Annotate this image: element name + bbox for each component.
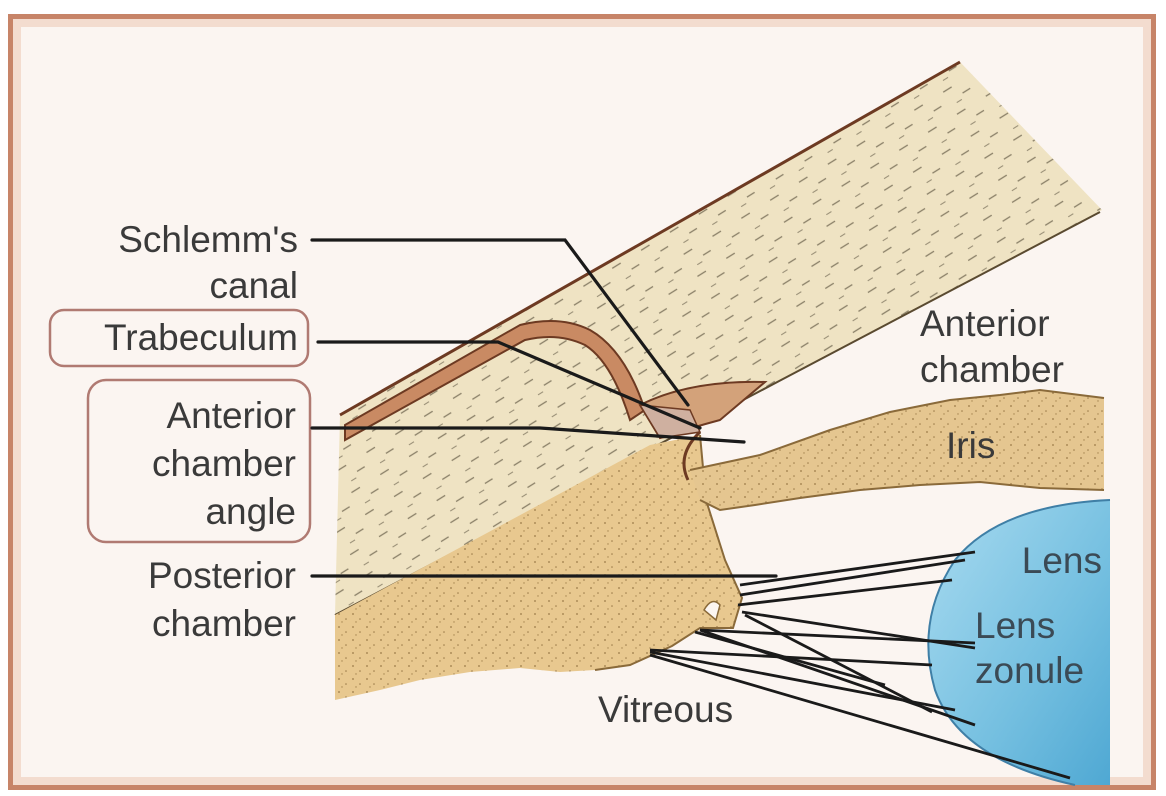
schlemm-label-line2: canal [210,265,298,306]
posterior-label-line1: Posterior [148,555,296,596]
posterior-label-line2: chamber [152,603,296,644]
zonule-label-line2: zonule [975,650,1084,691]
iris [690,390,1104,510]
vitreous-label: Vitreous [598,689,733,730]
schlemm-label-line1: Schlemm's [118,219,298,260]
angle-label-line3: angle [205,491,296,532]
zonule-label-line1: Lens [975,605,1055,646]
trabeculum-label: Trabeculum [104,317,298,358]
anterior-chamber-label-line1: Anterior [920,303,1050,344]
anterior-chamber-label-line2: chamber [920,349,1064,390]
angle-label-line1: Anterior [166,395,296,436]
lens-label: Lens [1022,540,1102,581]
angle-label-line2: chamber [152,443,296,484]
iris-label: Iris [946,425,995,466]
